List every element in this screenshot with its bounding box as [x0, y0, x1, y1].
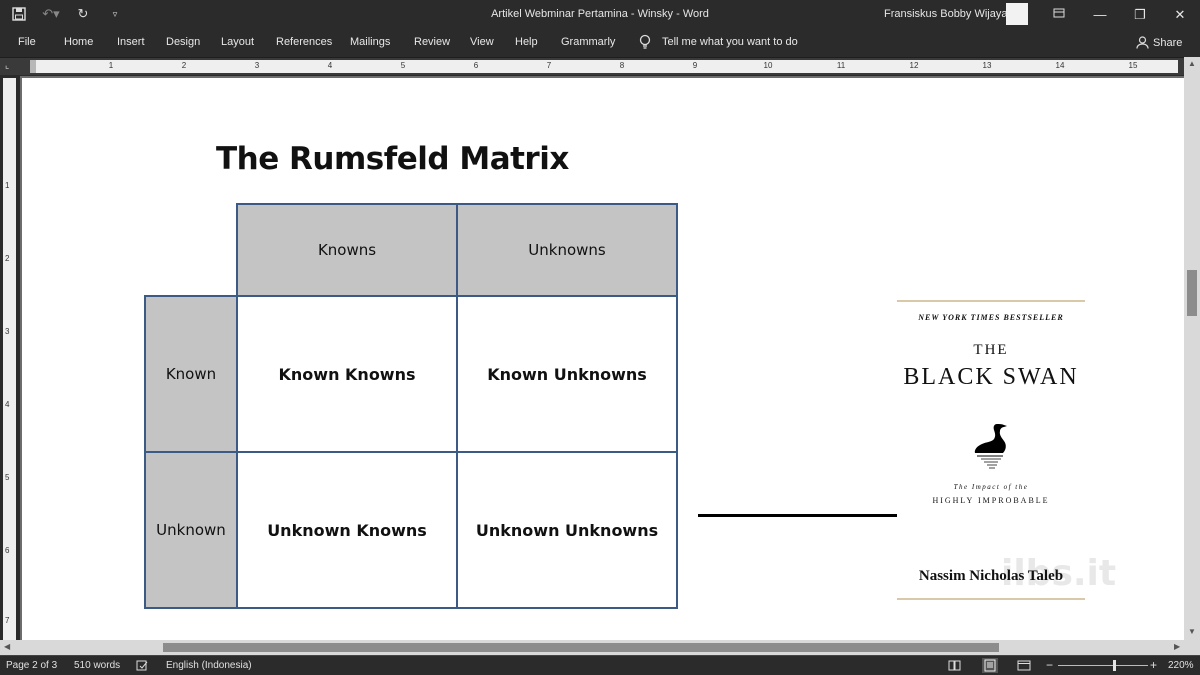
proofing-icon[interactable] [136, 660, 149, 674]
tab-mailings[interactable]: Mailings [350, 36, 391, 48]
scroll-up-icon[interactable]: ▲ [1188, 59, 1196, 68]
tab-review[interactable]: Review [414, 36, 451, 48]
tab-help[interactable]: Help [515, 36, 538, 48]
ruler-tick: 1 [108, 61, 114, 70]
share-button[interactable]: Share [1136, 36, 1182, 49]
tab-grammarly[interactable]: Grammarly [561, 36, 616, 48]
vertical-scrollbar[interactable]: ▲ ▼ [1184, 57, 1200, 640]
tab-insert[interactable]: Insert [117, 36, 145, 48]
ruler-tick: 1 [5, 181, 10, 190]
tab-design[interactable]: Design [166, 36, 201, 48]
read-mode-icon[interactable] [948, 660, 961, 674]
ribbon-tabs: File Home Insert Design Layout Reference… [0, 30, 1200, 56]
undo-icon[interactable]: ↶▾ [42, 6, 60, 21]
lightbulb-icon[interactable] [638, 34, 652, 50]
book-title: BLACK SWAN [903, 364, 1079, 390]
page-count[interactable]: Page 2 of 3 [6, 660, 58, 671]
word-count[interactable]: 510 words [74, 660, 121, 671]
matrix-cell: Unknown Unknowns [456, 451, 678, 609]
ruler-tick: 10 [763, 61, 773, 70]
window-title: Artikel Webminar Pertamina - Winsky - Wo… [491, 8, 709, 20]
ruler-tick: 13 [982, 61, 992, 70]
ruler-tick: 12 [909, 61, 919, 70]
ruler-tick: 14 [1055, 61, 1065, 70]
ruler-tick: 7 [546, 61, 552, 70]
horizontal-scrollbar[interactable]: ◀ ▶ [0, 640, 1200, 655]
swan-icon [974, 424, 1007, 469]
restore-icon[interactable]: ❐ [1134, 7, 1146, 22]
ruler-tick: 3 [254, 61, 260, 70]
avatar[interactable] [1006, 3, 1028, 25]
book-bestseller: NEW YORK TIMES BESTSELLER [918, 313, 1064, 322]
matrix-cell: Unknown Knowns [236, 451, 458, 609]
matrix-cell: Known Knowns [236, 295, 458, 453]
ruler-tick: 6 [473, 61, 479, 70]
zoom-slider-knob[interactable] [1113, 660, 1116, 671]
customize-qat-icon[interactable]: ▿ [112, 8, 118, 19]
horizontal-ruler[interactable]: 1 2 3 4 5 6 7 8 9 10 11 12 13 14 15 [30, 60, 1178, 73]
zoom-level[interactable]: 220% [1168, 660, 1194, 671]
ruler-tick: 7 [5, 616, 10, 625]
ruler-tick: 11 [836, 61, 846, 70]
save-icon[interactable] [10, 5, 28, 23]
matrix-cell: Known Unknowns [456, 295, 678, 453]
book-author: Nassim Nicholas Taleb [918, 568, 1064, 584]
language[interactable]: English (Indonesia) [166, 660, 252, 671]
title-bar: ↶▾ ↻ ▿ Artikel Webminar Pertamina - Wins… [0, 0, 1200, 30]
tab-layout[interactable]: Layout [221, 36, 255, 48]
tab-file[interactable]: File [18, 36, 36, 48]
print-layout-icon[interactable] [982, 658, 998, 673]
book-subtitle-2: HIGHLY IMPROBABLE [932, 496, 1050, 505]
ruler-tick: 5 [5, 473, 10, 482]
scroll-left-icon[interactable]: ◀ [4, 642, 11, 651]
ruler-tick: 2 [181, 61, 187, 70]
web-layout-icon[interactable] [1017, 660, 1031, 674]
scrollbar-thumb[interactable] [163, 643, 999, 652]
ruler-tick: 6 [5, 546, 10, 555]
ruler-tick: 4 [327, 61, 333, 70]
matrix-col-header: Unknowns [456, 203, 678, 297]
redo-icon[interactable]: ↻ [77, 6, 89, 21]
scroll-down-icon[interactable]: ▼ [1188, 627, 1196, 636]
scroll-right-icon[interactable]: ▶ [1174, 642, 1181, 651]
zoom-slider[interactable] [1058, 665, 1148, 666]
ruler-tick: 8 [619, 61, 625, 70]
quick-access-toolbar: ↶▾ ↻ ▿ [10, 5, 124, 23]
horizontal-ruler-bar: 1 2 3 4 5 6 7 8 9 10 11 12 13 14 15 [0, 57, 1200, 75]
close-icon[interactable]: ✕ [1174, 7, 1186, 22]
matrix-col-header: Knowns [236, 203, 458, 297]
book-the: THE [973, 342, 1009, 358]
tab-view[interactable]: View [470, 36, 494, 48]
zoom-out-icon[interactable]: − [1046, 658, 1054, 672]
vertical-ruler[interactable]: 1 2 3 4 5 6 7 [3, 78, 16, 640]
status-bar: Page 2 of 3 510 words English (Indonesia… [0, 655, 1200, 675]
arrow-line [698, 514, 902, 517]
minimize-icon[interactable]: — [1093, 7, 1107, 22]
page-title: The Rumsfeld Matrix [216, 141, 569, 177]
book-subtitle-1: The Impact of the [953, 483, 1029, 491]
matrix-row-header: Unknown [144, 451, 238, 609]
share-label: Share [1153, 36, 1183, 49]
ruler-tick: 4 [5, 400, 10, 409]
ruler-tick: 15 [1128, 61, 1138, 70]
scrollbar-thumb[interactable] [1187, 270, 1197, 316]
zoom-in-icon[interactable]: + [1150, 658, 1158, 672]
tab-home[interactable]: Home [64, 36, 94, 48]
ruler-tick: 5 [400, 61, 406, 70]
tab-selector-icon[interactable]: ⌞ [5, 60, 10, 70]
ruler-tick: 9 [692, 61, 698, 70]
ribbon-display-options-icon[interactable] [1049, 5, 1069, 25]
person-icon [1136, 36, 1149, 49]
book-cover-image[interactable]: NEW YORK TIMES BESTSELLER THE BLACK SWAN… [897, 300, 1116, 600]
tab-references[interactable]: References [276, 36, 333, 48]
ruler-margin-left [30, 60, 36, 73]
matrix-row-header: Known [144, 295, 238, 453]
ruler-tick: 3 [5, 327, 10, 336]
watermark: ilbs.it [1001, 553, 1117, 594]
user-name[interactable]: Fransiskus Bobby Wijaya [884, 8, 1008, 20]
ruler-tick: 2 [5, 254, 10, 263]
tell-me-search[interactable]: Tell me what you want to do [662, 36, 798, 48]
